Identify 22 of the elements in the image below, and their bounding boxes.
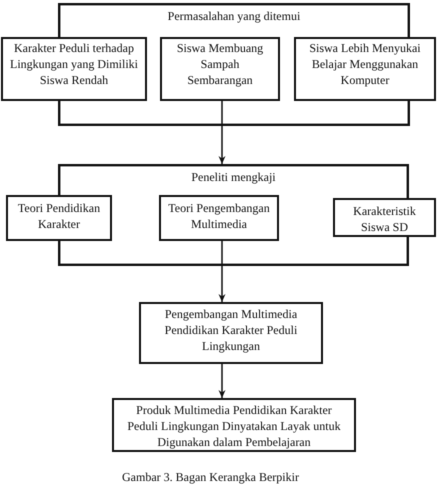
process-box — [112, 398, 356, 452]
process-box — [294, 37, 436, 101]
process-label: Pengembangan Multimedia Pendidikan Karakter Peduli Lingkungan — [164, 306, 298, 354]
process-label: Karakter Peduli terhadap Lingkungan yang Dimiliki Siswa Rendah — [9, 40, 139, 88]
arrow — [218, 241, 226, 302]
process-box — [159, 195, 279, 241]
process-label: Karakteristik Siswa SD — [352, 203, 417, 235]
group-heading: Peneliti mengkaji — [191, 169, 276, 186]
process-label: Siswa Membuang Sampah Sembarangan — [176, 40, 264, 88]
figure-caption: Gambar 3. Bagan Kerangka Berpikir — [122, 469, 299, 485]
arrow — [218, 101, 226, 164]
process-label: Produk Multimedia Pendidikan Karakter Peduli Lingkungan Dinyatakan Layak untuk Digunakan dalam Pembelajaran — [126, 402, 342, 450]
process-label: Teori Pengembangan Multimedia — [167, 200, 271, 232]
process-box — [333, 198, 436, 237]
process-box — [6, 195, 112, 241]
process-box — [139, 302, 323, 364]
process-label: Siswa Lebih Menyukai Belajar Menggunakan Komputer — [308, 40, 422, 88]
group-heading: Permasalahan yang ditemui — [168, 8, 300, 24]
process-box — [1, 37, 147, 101]
process-box — [160, 37, 280, 101]
process-label: Teori Pendidikan Karakter — [16, 200, 102, 232]
arrow — [218, 364, 226, 398]
